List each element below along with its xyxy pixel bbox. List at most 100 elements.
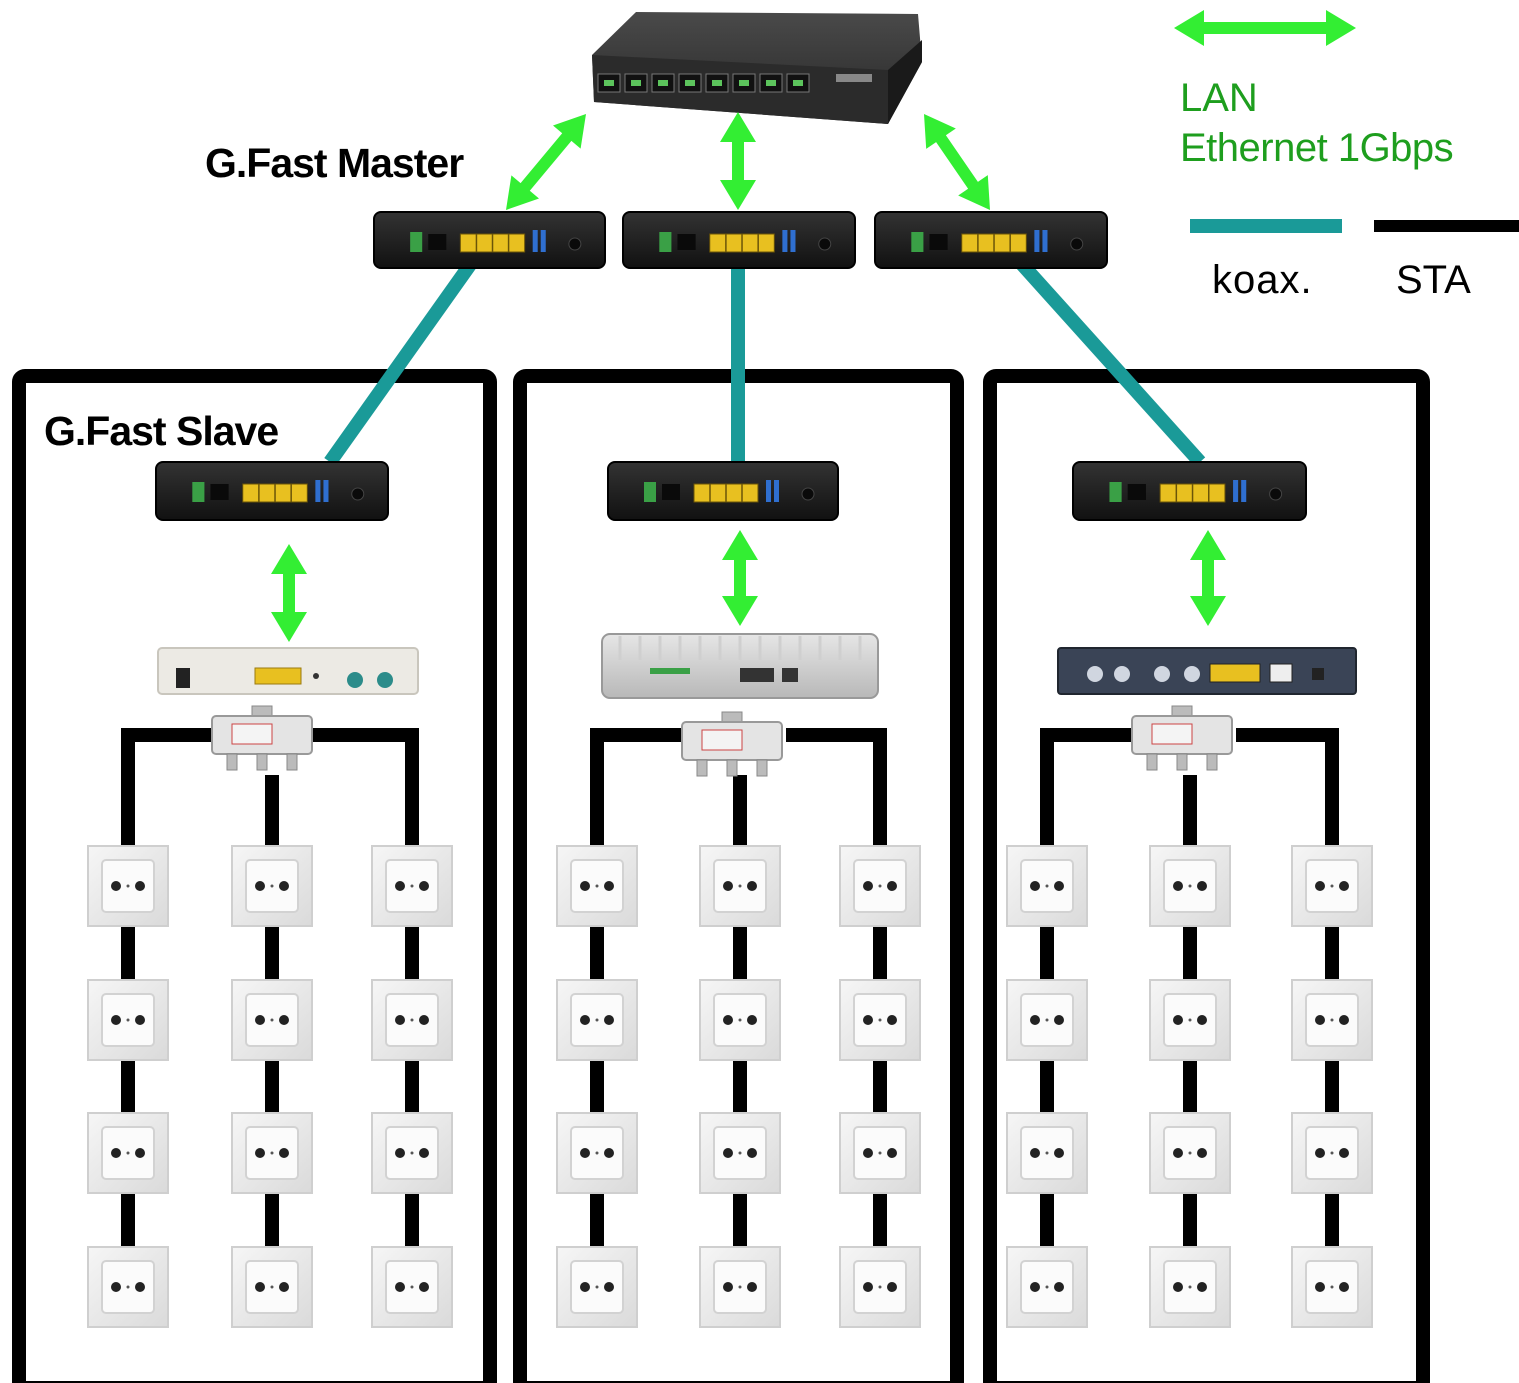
lan-arrow-slave-cpe-2 [722, 530, 758, 626]
usb-port [774, 480, 779, 502]
antenna-outlet [231, 1112, 313, 1194]
antenna-outlet [699, 979, 781, 1061]
usb-port [532, 230, 538, 252]
cpe-router-silver [601, 633, 879, 699]
splitters [211, 705, 1233, 777]
antenna-outlet [371, 845, 453, 927]
green-terminal [911, 232, 924, 252]
antenna-outlet [839, 1246, 921, 1328]
lan-arrow-switch-master-1 [506, 114, 586, 210]
antenna-outlet [1291, 1112, 1373, 1194]
power-jack [1070, 237, 1084, 251]
antenna-outlet [231, 979, 313, 1061]
rj11-port [929, 234, 948, 250]
antenna-outlet [1149, 845, 1231, 927]
gfast-master-1 [373, 211, 606, 269]
antenna-outlet [839, 1112, 921, 1194]
legend-koax-label: koax. [1212, 258, 1313, 302]
rj11-port [1127, 484, 1146, 500]
gfast-slave-1 [155, 461, 389, 521]
green-terminal [410, 232, 423, 252]
gfast-master-devices [373, 211, 1108, 269]
cpe-modem-dark [1057, 647, 1357, 695]
usb-port [1034, 230, 1040, 252]
gfast-slave-3 [1072, 461, 1307, 521]
lan-arrow-slave-cpe-1 [271, 544, 307, 642]
antenna-outlet [1149, 1246, 1231, 1328]
rj11-port [428, 234, 447, 250]
usb-port [790, 230, 796, 252]
antenna-outlet [1291, 979, 1373, 1061]
rj11-port [210, 484, 229, 500]
power-jack [818, 237, 832, 251]
switch-port-led [793, 80, 803, 86]
green-terminal [1109, 482, 1122, 502]
antenna-outlet [231, 845, 313, 927]
antenna-outlet [556, 979, 638, 1061]
gfast-slave-devices [155, 461, 1307, 521]
power-jack [351, 487, 365, 501]
antenna-outlet [1291, 845, 1373, 927]
switch-port-led [739, 80, 749, 86]
switch-port-led [631, 80, 641, 86]
antenna-outlet [371, 1112, 453, 1194]
legend-ethernet-label: Ethernet 1Gbps [1180, 126, 1454, 170]
switch-port-led [766, 80, 776, 86]
cpe-modem-white [157, 647, 419, 695]
legend-lan-label: LAN [1180, 76, 1258, 120]
gfast-master-2 [622, 211, 856, 269]
gfast-master-3 [874, 211, 1108, 269]
antenna-outlet [371, 979, 453, 1061]
antenna-outlet [556, 1246, 638, 1328]
lan-arrow-switch-master-3 [924, 114, 990, 210]
rj11-port [662, 484, 680, 500]
antenna-outlet [231, 1246, 313, 1328]
usb-port [1233, 480, 1239, 502]
antenna-outlet [556, 845, 638, 927]
coax-splitter [211, 705, 313, 771]
antenna-outlet [87, 845, 169, 927]
coax-splitter [681, 711, 783, 777]
switch-port-led [604, 80, 614, 86]
antenna-outlet [839, 845, 921, 927]
switch-port-led [685, 80, 695, 86]
antenna-outlet [371, 1246, 453, 1328]
coax-splitter [1131, 705, 1233, 771]
power-jack [568, 237, 582, 251]
lan-arrow-switch-master-2 [720, 112, 756, 210]
antenna-outlet [556, 1112, 638, 1194]
switch-ports [597, 73, 810, 93]
antenna-outlet [87, 1112, 169, 1194]
antenna-outlet [839, 979, 921, 1061]
rj11-port [677, 234, 696, 250]
antenna-outlet [87, 979, 169, 1061]
switch-logo [836, 74, 872, 82]
gfast-slave-2 [607, 461, 839, 521]
green-terminal [192, 482, 205, 502]
usb-port [1241, 480, 1247, 502]
usb-port [540, 230, 546, 252]
usb-port [315, 480, 321, 502]
power-jack [1269, 487, 1283, 501]
legend-sta-label: STA [1396, 258, 1471, 302]
antenna-outlet [1006, 1112, 1088, 1194]
legend-lan-arrow [1174, 10, 1356, 46]
antenna-outlet [699, 1112, 781, 1194]
antenna-outlet [699, 1246, 781, 1328]
power-jack [801, 487, 815, 501]
usb-port [782, 230, 788, 252]
switch-port-led [658, 80, 668, 86]
antenna-outlet [1006, 845, 1088, 927]
antenna-outlet [87, 1246, 169, 1328]
gfast-slave-label: G.Fast Slave [44, 408, 279, 454]
green-terminal [644, 482, 656, 502]
outlets [87, 845, 1373, 1328]
antenna-outlet [1291, 1246, 1373, 1328]
lan-arrows [271, 10, 1356, 642]
antenna-outlet [1006, 979, 1088, 1061]
antenna-outlet [1149, 1112, 1231, 1194]
green-terminal [659, 232, 672, 252]
usb-port [1042, 230, 1048, 252]
lan-arrow-slave-cpe-3 [1190, 530, 1226, 626]
